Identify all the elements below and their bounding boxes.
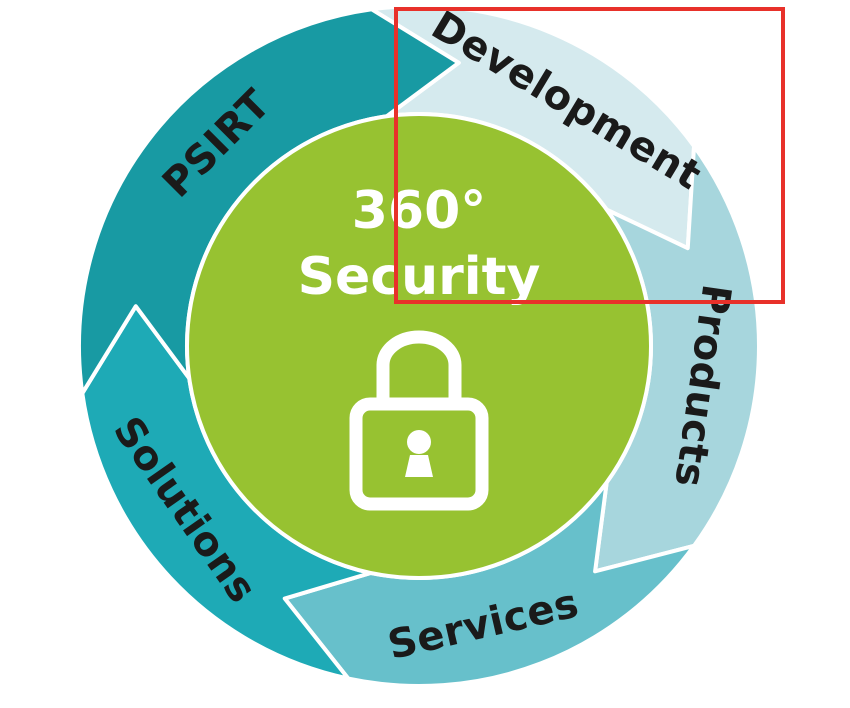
center-disc: [185, 112, 653, 580]
center-title-line1: 360°: [352, 181, 487, 241]
highlight-box: [394, 7, 785, 304]
padlock-icon: [349, 330, 489, 511]
ring-segments: [77, 4, 761, 688]
center-title-line2: Security: [298, 247, 541, 307]
